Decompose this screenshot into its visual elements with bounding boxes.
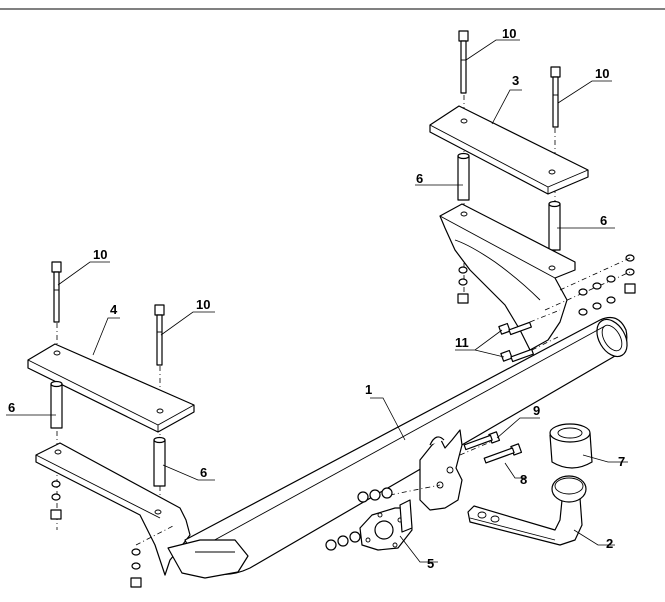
right-mounting-assembly (429, 30, 636, 363)
callout-6-left-upper: 6 (8, 400, 15, 415)
nut-stack-right-a (457, 266, 469, 304)
callout-10-right: 10 (595, 66, 609, 81)
spacer-tube-6-left-b (153, 436, 166, 487)
callout-1: 1 (365, 382, 372, 397)
bolt-11-a (498, 321, 532, 336)
left-mounting-assembly (27, 261, 195, 588)
callout-5: 5 (427, 556, 434, 571)
callout-9: 9 (533, 403, 540, 418)
callout-6-right-lower: 6 (600, 213, 607, 228)
callout-7: 7 (618, 454, 625, 469)
bolt-10-right-a (458, 30, 469, 94)
bolt-10-left-b (154, 304, 165, 366)
left-bracket (35, 442, 191, 576)
bolt-8 (483, 443, 523, 464)
spacer-tube-6-left-a (50, 380, 63, 429)
spacer-tube-6-right-b (548, 200, 561, 251)
bolt-10-left-a (51, 261, 62, 323)
bolt-9 (463, 431, 501, 451)
plate-3 (429, 105, 589, 195)
callout-6-left-lower: 6 (200, 465, 207, 480)
callout-2: 2 (606, 536, 613, 551)
callout-4: 4 (110, 302, 118, 317)
nut-stack-left-b (130, 548, 142, 588)
callout-10-left: 10 (93, 247, 107, 262)
spacer-tube-6-right-a (457, 152, 470, 201)
center-nut-stack-b (325, 531, 361, 551)
nut-stack-right-b (624, 254, 636, 294)
center-nut-stack-a (357, 487, 393, 503)
callout-8: 8 (520, 472, 527, 487)
right-bracket (439, 203, 576, 351)
callout-3: 3 (512, 73, 519, 88)
tow-ball-2 (467, 475, 587, 546)
callout-10-top: 10 (502, 26, 516, 41)
callout-10-left-b: 10 (196, 297, 210, 312)
ball-cover-7 (549, 423, 593, 469)
crossbar-1 (167, 317, 628, 579)
socket-plate-5 (359, 499, 413, 551)
leader-lines (6, 39, 628, 563)
bolt-11-b (500, 348, 534, 363)
hitch-center-bracket (389, 429, 496, 511)
nut-stack-left-a (50, 480, 62, 520)
bolt-10-right-b (550, 66, 561, 128)
callout-11: 11 (455, 335, 469, 350)
callout-6-right-upper: 6 (416, 171, 423, 186)
plate-4 (27, 343, 195, 433)
